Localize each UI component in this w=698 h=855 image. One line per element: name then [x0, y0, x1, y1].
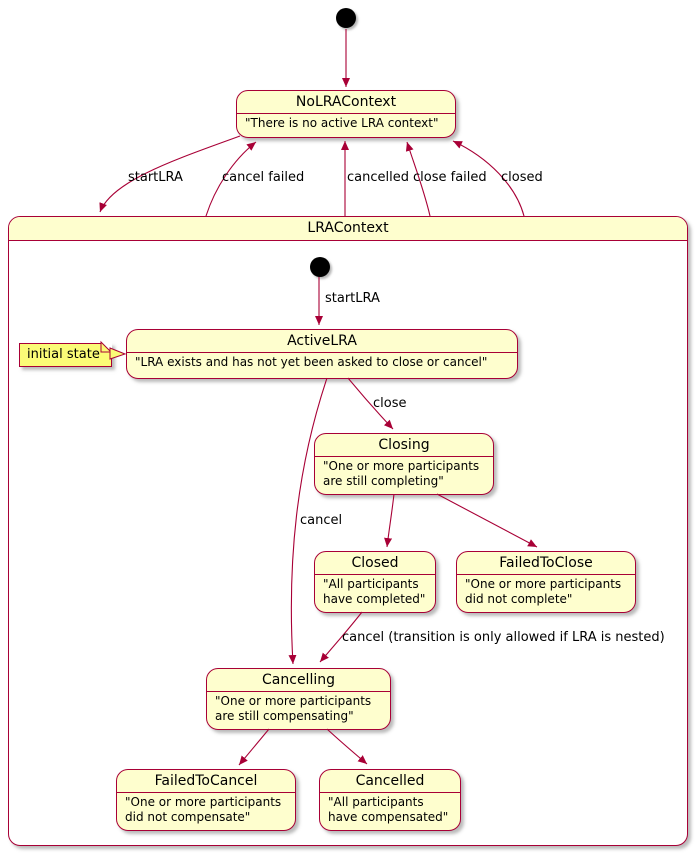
- transition-label-start-lra-outer: startLRA: [128, 170, 183, 185]
- state-cancelled: Cancelled "All participants have compens…: [319, 769, 461, 831]
- state-description: "One or more participants are still comp…: [207, 692, 390, 726]
- state-description: "One or more participants are still comp…: [315, 457, 493, 491]
- transition-label-cancel-nested: cancel (transition is only allowed if LR…: [342, 630, 665, 645]
- state-description-line: "LRA exists and has not yet been asked t…: [135, 355, 488, 369]
- state-title-separator: [315, 456, 493, 457]
- state-title-separator: [457, 574, 635, 575]
- state-description-line: did not complete": [465, 592, 573, 606]
- state-description-line: "All participants: [328, 795, 424, 809]
- state-title: FailedToClose: [499, 555, 593, 571]
- state-lra-context: LRAContext ActiveLRA "LRA exists and has…: [8, 216, 688, 846]
- transition-label-cancel: cancel: [300, 513, 343, 528]
- state-cancelling: Cancelling "One or more participants are…: [206, 668, 391, 730]
- state-title-separator: [237, 113, 455, 114]
- state-title: FailedToCancel: [154, 773, 258, 789]
- state-description-line: "One or more participants: [323, 459, 480, 473]
- state-closing: Closing "One or more participants are st…: [314, 433, 494, 495]
- transition-label-close: close: [373, 396, 407, 411]
- note-text: initial state: [27, 347, 100, 362]
- state-description-line: are still compensating": [215, 709, 354, 723]
- state-description: "LRA exists and has not yet been asked t…: [127, 353, 517, 372]
- state-description: "All participants have compensated": [320, 793, 460, 827]
- state-title-separator: [117, 792, 295, 793]
- state-description-line: did not compensate": [125, 810, 251, 824]
- state-title: LRAContext: [9, 217, 687, 241]
- state-description-line: have completed": [323, 592, 426, 606]
- state-title-separator: [320, 792, 460, 793]
- transition-label-close-failed: close failed: [413, 170, 487, 185]
- state-title: Cancelled: [355, 773, 425, 789]
- initial-state-dot: [336, 8, 356, 28]
- state-failed-to-close: FailedToClose "One or more participants …: [456, 551, 636, 613]
- state-description-line: "One or more participants: [465, 577, 622, 591]
- state-title-separator: [315, 574, 435, 575]
- note-initial-state: initial state: [19, 343, 112, 367]
- state-description-line: "There is no active LRA context": [245, 116, 439, 130]
- state-title: Closing: [378, 437, 430, 453]
- transition-label-cancelled: cancelled: [347, 170, 409, 185]
- state-description: "All participants have completed": [315, 575, 435, 609]
- state-description-line: "One or more participants: [125, 795, 282, 809]
- state-title: Closed: [351, 555, 399, 571]
- state-title-separator: [207, 691, 390, 692]
- state-active-lra: ActiveLRA "LRA exists and has not yet be…: [126, 329, 518, 379]
- state-description-line: "One or more participants: [215, 694, 372, 708]
- transition-label-closed: closed: [501, 170, 543, 185]
- state-description: "One or more participants did not compen…: [117, 793, 295, 827]
- state-title: NoLRAContext: [295, 94, 397, 110]
- state-title: Cancelling: [262, 672, 335, 688]
- state-failed-to-cancel: FailedToCancel "One or more participants…: [116, 769, 296, 831]
- state-title: ActiveLRA: [287, 333, 357, 349]
- state-description: "One or more participants did not comple…: [457, 575, 635, 609]
- state-no-lra-context: NoLRAContext "There is no active LRA con…: [236, 90, 456, 138]
- state-description-line: "All participants: [323, 577, 419, 591]
- initial-state-dot: [310, 257, 330, 277]
- state-title-separator: [127, 352, 517, 353]
- state-description: "There is no active LRA context": [237, 114, 455, 133]
- state-description-line: are still completing": [323, 474, 444, 488]
- state-description-line: have compensated": [328, 810, 449, 824]
- transition-label-start-lra-inner: startLRA: [325, 291, 380, 306]
- state-closed: Closed "All participants have completed": [314, 551, 436, 613]
- transition-label-cancel-failed: cancel failed: [222, 170, 305, 185]
